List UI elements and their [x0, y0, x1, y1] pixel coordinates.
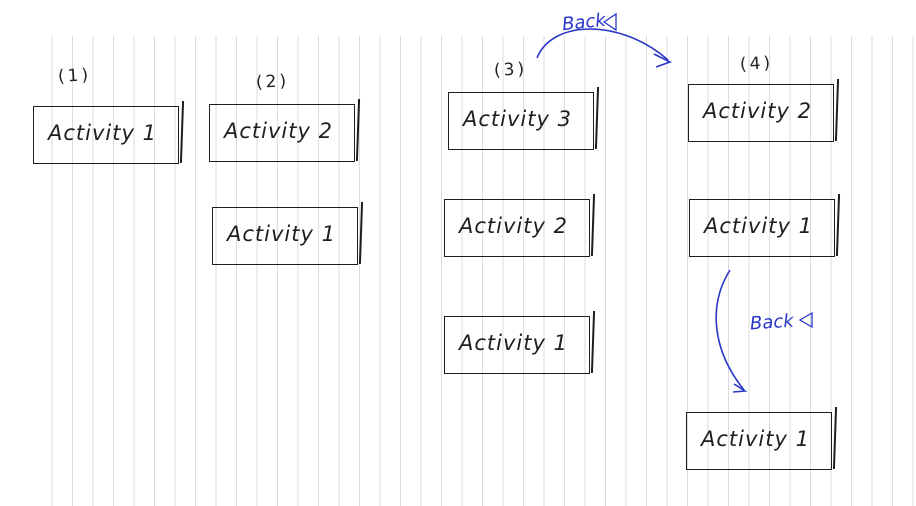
- activity-box-label: Activity 2: [224, 119, 333, 143]
- activity-box: Activity 2: [688, 84, 834, 142]
- step-label-3: (3): [493, 59, 528, 81]
- step-label-1: (1): [57, 65, 92, 87]
- activity-box: Activity 1: [212, 207, 358, 265]
- activity-box-label: Activity 2: [703, 99, 812, 123]
- back-annotation-side: Back: [749, 310, 795, 335]
- activity-box-label: Activity 2: [459, 214, 568, 238]
- activity-box: Activity 1: [444, 316, 590, 374]
- activity-box: Activity 1: [686, 412, 832, 470]
- activity-box: Activity 2: [444, 199, 590, 257]
- activity-box-label: Activity 1: [459, 331, 568, 355]
- activity-box: Activity 1: [33, 106, 179, 164]
- step-label-4: (4): [739, 53, 774, 75]
- activity-box: Activity 3: [448, 92, 594, 150]
- activity-box-label: Activity 1: [701, 427, 810, 451]
- step-label-2: (2): [255, 71, 290, 93]
- activity-box: Activity 1: [689, 199, 835, 257]
- activity-box-label: Activity 3: [463, 107, 572, 131]
- activity-box-label: Activity 1: [48, 121, 157, 145]
- activity-box: Activity 2: [209, 104, 355, 162]
- activity-box-label: Activity 1: [227, 222, 336, 246]
- activity-box-label: Activity 1: [704, 214, 813, 238]
